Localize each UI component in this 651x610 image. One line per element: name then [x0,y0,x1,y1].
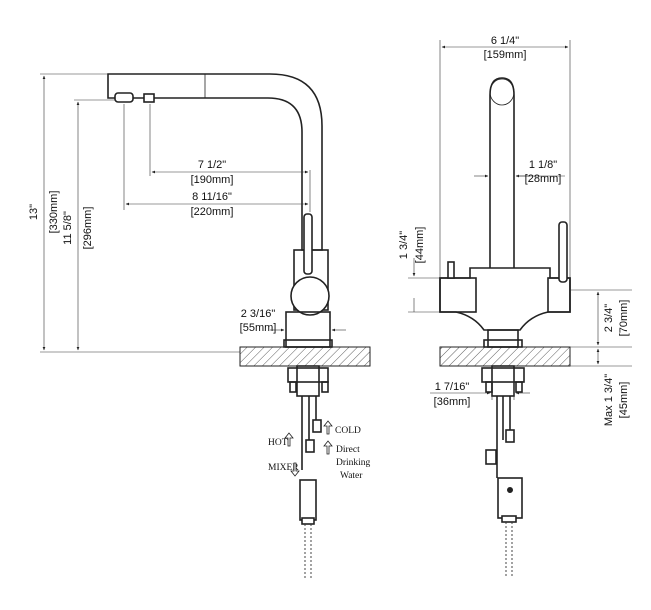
dim-base-metric: [55mm] [240,322,277,334]
front-view: 6 1/4" [159mm] 1 1/8" [28mm] 1 3/4" [44m… [398,35,632,578]
shank [296,365,320,397]
dim-overall-height-metric: [330mm] [48,191,60,234]
countertop-side [239,346,371,367]
dim-base-imperial: 2 3/16" [241,308,276,320]
dim-body-height-imperial: 2 3/4" [603,304,615,332]
right-cap [547,277,571,313]
dim-max-deck-metric: [45mm] [618,382,630,419]
spout-top [489,78,515,106]
dim-lever-height-metric: [44mm] [414,227,426,264]
dim-max-deck-imperial: Max 1 3/4" [603,374,615,426]
water-label: Water [340,471,363,481]
dim-width-metric: [159mm] [484,49,527,61]
dim-shank-imperial: 1 7/16" [435,381,470,393]
side-view: COLD HOT Direct Drinking Water MIXER 13"… [28,73,371,578]
countertop-front [439,346,571,367]
spray-nozzle [114,92,134,103]
dim-lever-height-imperial: 1 3/4" [398,231,410,259]
dim-overall-height-imperial: 13" [28,204,40,220]
lever-handle [303,213,313,275]
hose-weight [299,479,317,521]
dim-spout-height-imperial: 11 5/8" [62,211,74,245]
dim-shank-metric: [36mm] [434,396,471,408]
dim-width-imperial: 6 1/4" [491,35,519,47]
filter-knob [447,261,455,279]
dim-body-height-metric: [70mm] [618,300,630,337]
dim-spout-dia-metric: [28mm] [525,173,562,185]
mixer-arrow-icon [290,462,300,477]
direct-arrow-icon [323,440,333,455]
mount-nut [287,367,329,383]
mixer-label: MIXER [268,463,299,473]
front-nut [481,367,525,383]
mount-screw-left [289,381,297,393]
cold-label: COLD [335,426,361,436]
front-lever [558,221,568,283]
lever-hub [290,276,330,316]
front-spout [489,77,515,268]
dim-spout-height-metric: [296mm] [82,207,94,250]
hot-arrow-icon [284,432,294,447]
base-ring [283,339,333,348]
dim-spout-dia-imperial: 1 1/8" [529,159,557,171]
supply-tubes [299,396,322,578]
hot-label: HOT [268,438,288,448]
mount-screw-right [321,381,329,393]
cold-arrow-icon [323,420,333,435]
front-hose-weight [497,477,523,519]
drinking-label: Drinking [336,458,371,468]
dim-reach-1-imperial: 7 1/2" [198,159,226,171]
aerator [143,93,155,103]
front-base [487,329,519,348]
left-cap [439,277,477,313]
dim-reach-1-metric: [190mm] [191,174,234,186]
faucet-base [285,311,331,348]
direct-label: Direct [336,445,360,455]
front-shank [491,365,515,397]
dim-reach-2-metric: [220mm] [191,206,234,218]
front-base-ring [483,339,523,348]
front-tubes [485,396,523,578]
dim-reach-2-imperial: 8 11/16" [192,191,232,203]
